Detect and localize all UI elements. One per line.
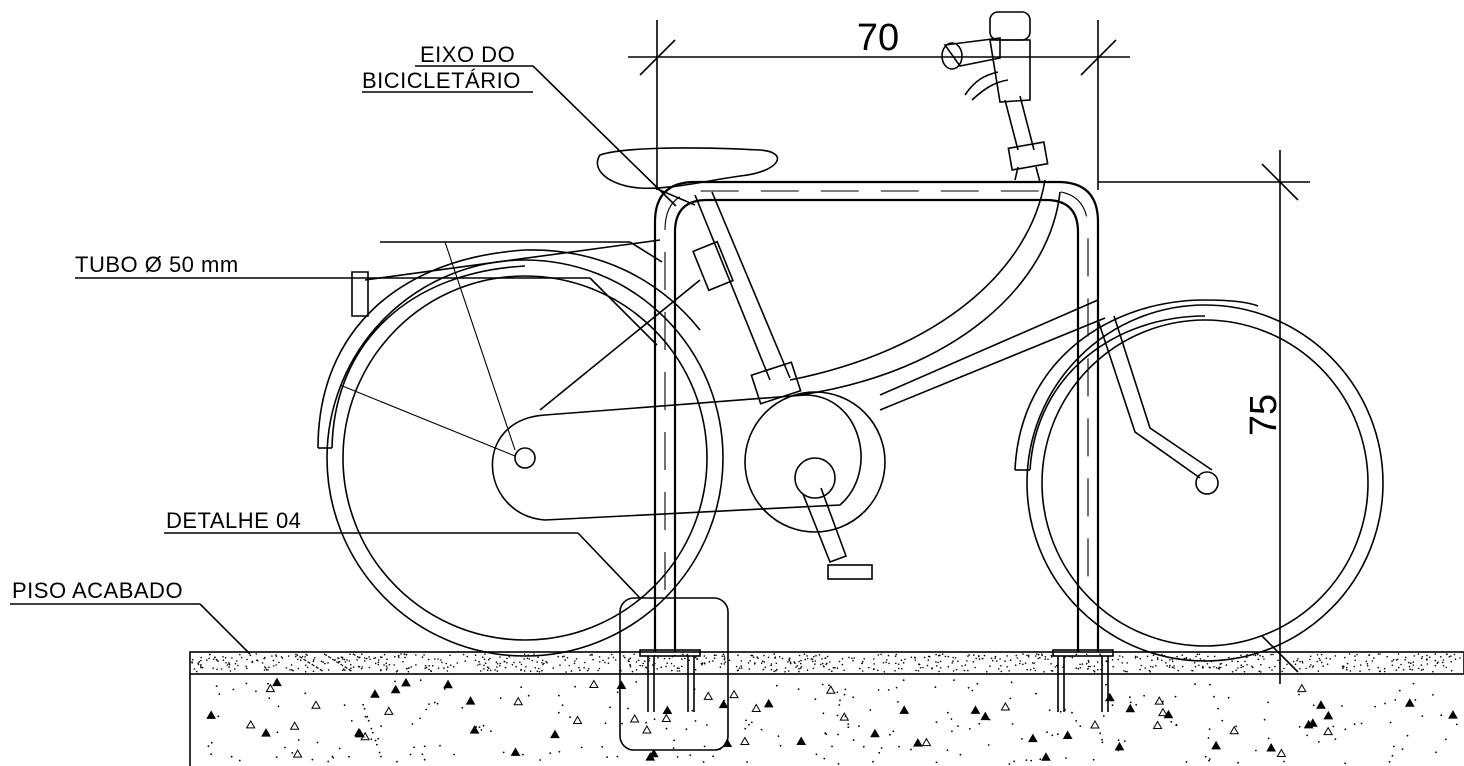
spoke-leader <box>444 241 516 451</box>
bicycle-frame <box>539 11 1106 411</box>
chain-guard <box>491 394 862 521</box>
floor-section <box>189 651 1464 766</box>
rack-tube <box>619 180 1114 751</box>
floor-label: PISO ACABADO <box>12 578 183 603</box>
anchor-left <box>619 597 729 751</box>
rear-wheel <box>317 239 724 657</box>
callout-tube: TUBO Ø 50 mm <box>75 241 663 346</box>
crankset <box>744 391 886 580</box>
axis-label-line2: BICICLETÁRIO <box>362 68 521 93</box>
front-wheel <box>1014 299 1384 662</box>
dimension-height-label: 75 <box>1243 394 1285 436</box>
detail-label: DETALHE 04 <box>166 508 301 533</box>
finished-floor-hatch <box>191 653 1461 673</box>
dimension-height: 75 <box>1098 150 1310 684</box>
callout-floor: PISO ACABADO <box>10 578 251 655</box>
spoke-leader-2 <box>339 384 516 457</box>
anchor-right <box>1052 649 1114 712</box>
callout-axis: EIXO DO BICICLETÁRIO <box>362 42 677 207</box>
callout-detail: DETALHE 04 <box>164 508 641 599</box>
axis-label-line1: EIXO DO <box>420 42 515 67</box>
dimension-width-label: 70 <box>857 17 899 59</box>
concrete-hatch <box>206 677 1458 765</box>
dimension-width: 70 <box>628 17 1130 190</box>
tube-label: TUBO Ø 50 mm <box>75 252 239 277</box>
